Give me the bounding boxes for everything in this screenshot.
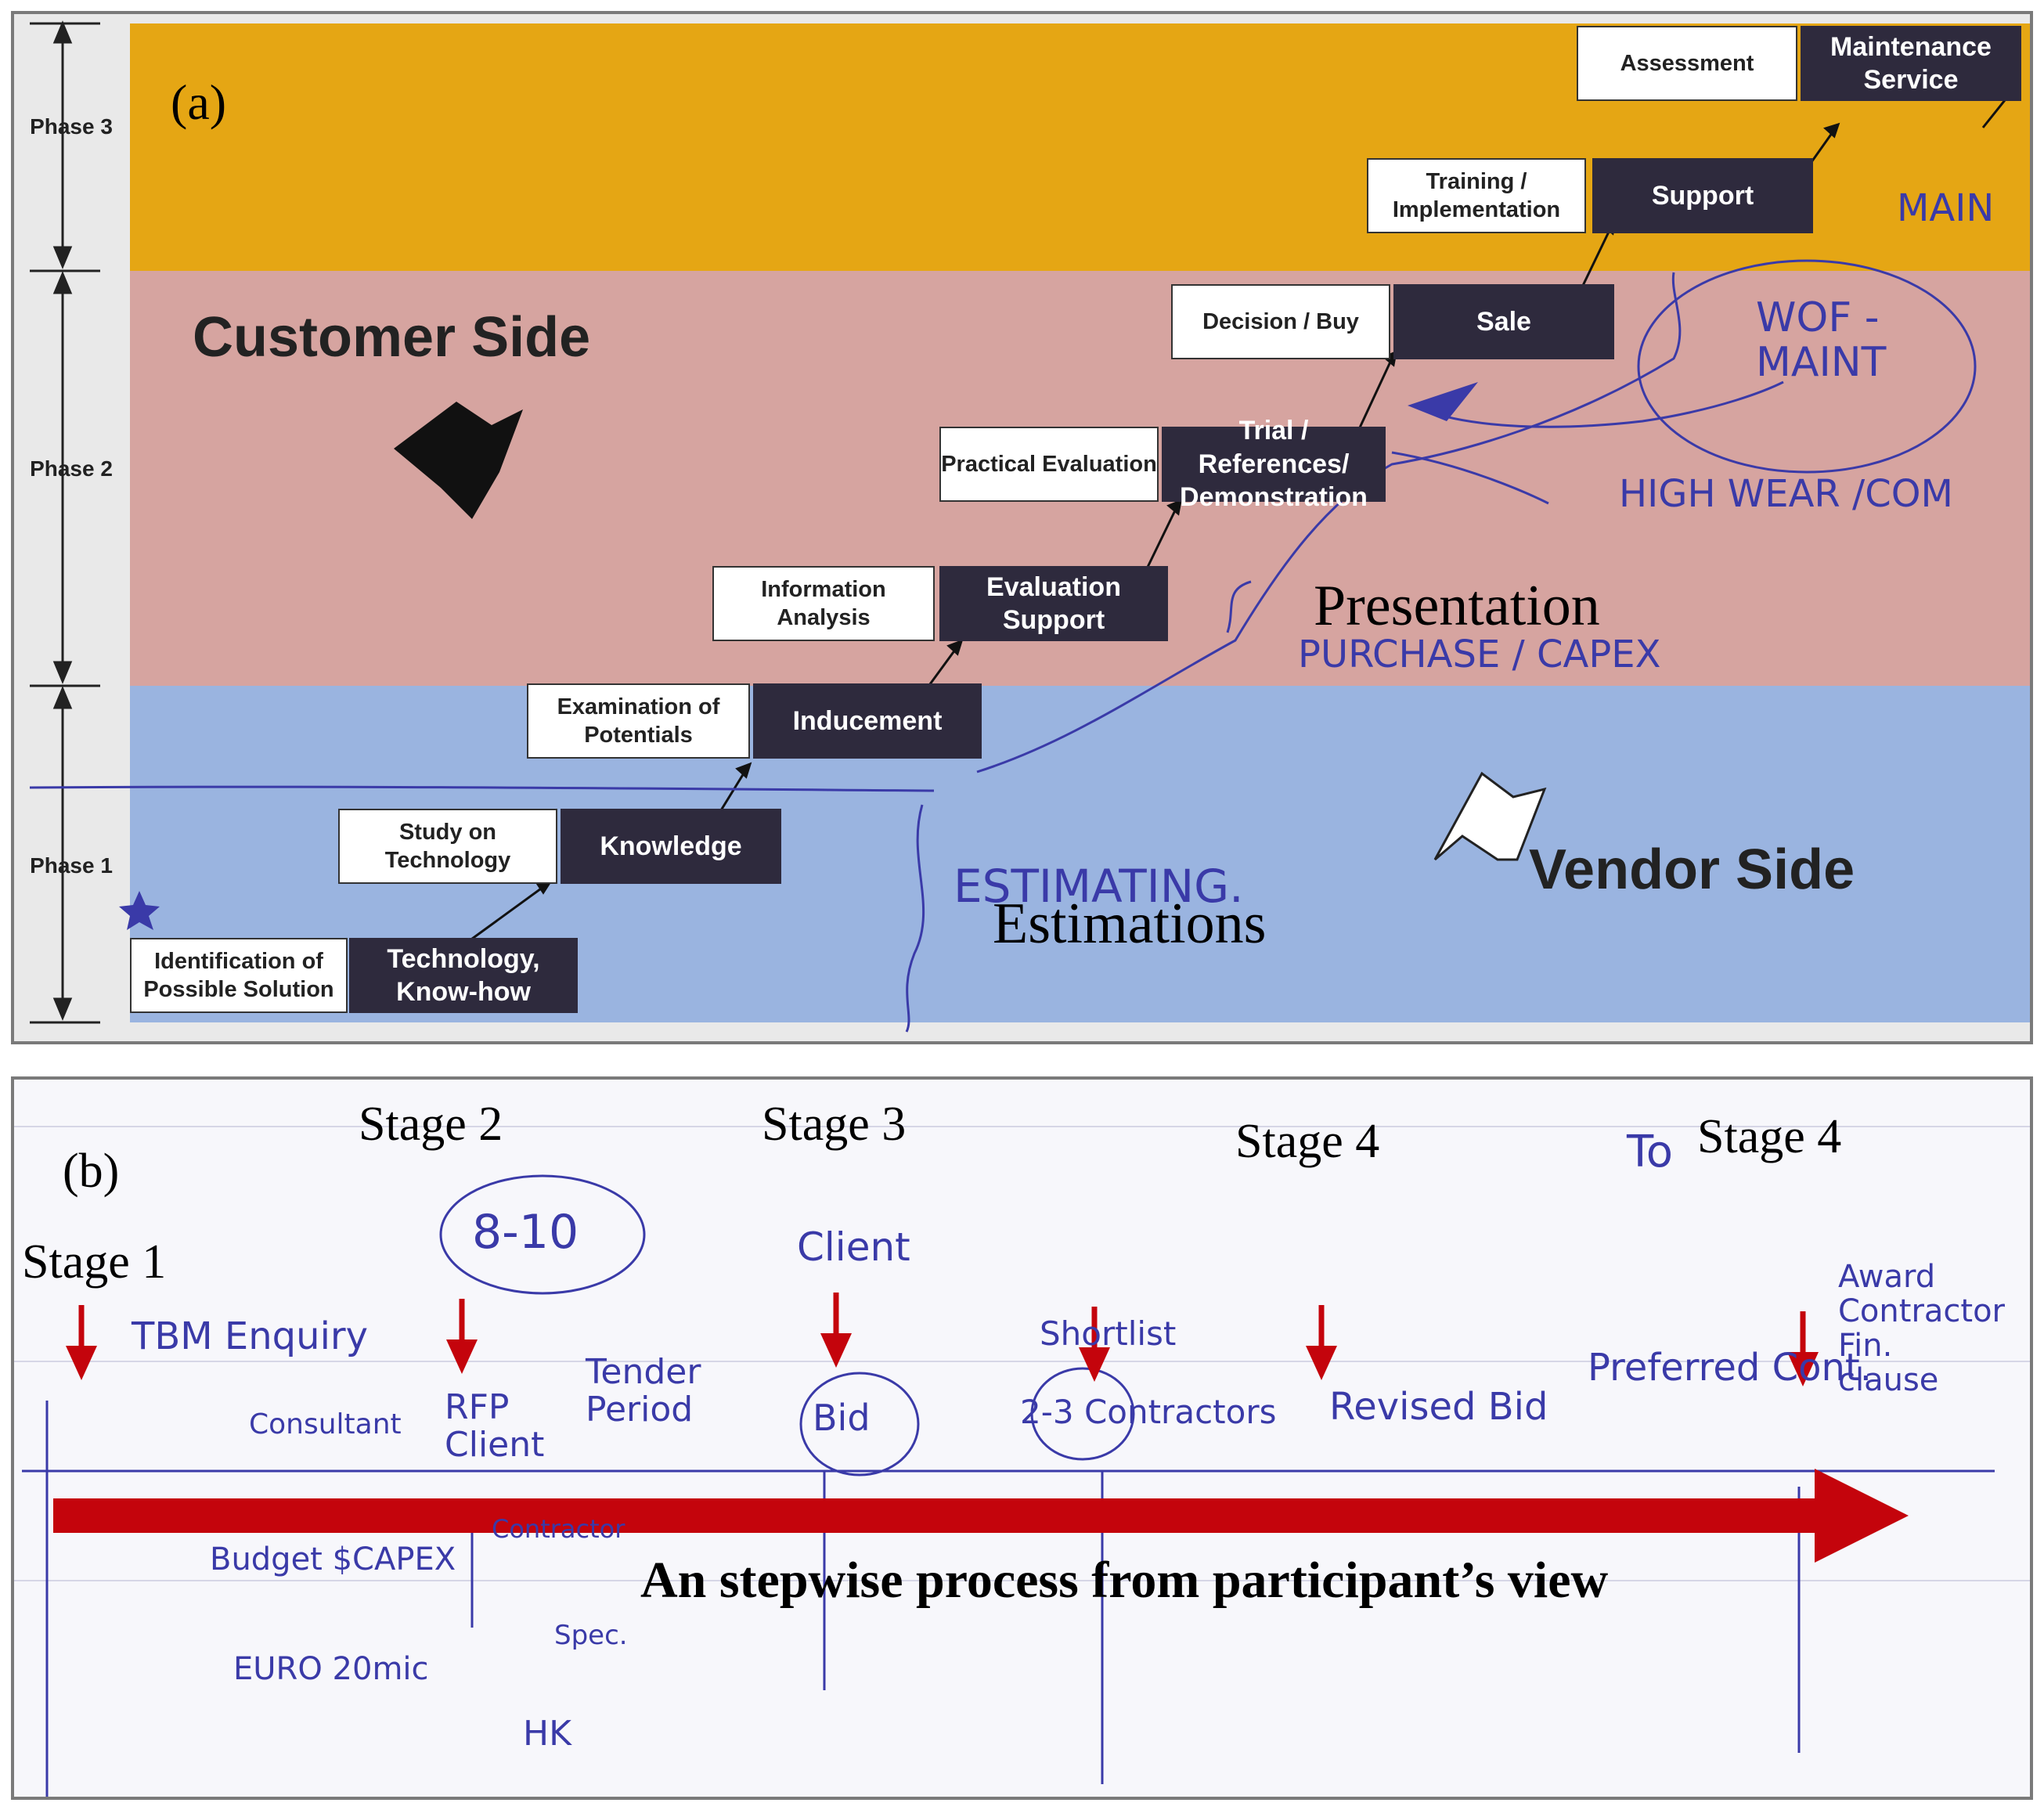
handwriting-preferred: Preferred Cont. (1588, 1346, 1872, 1390)
phase-label-2: Phase 2 (30, 456, 113, 481)
handwriting-budget: Budget $CAPEX (210, 1541, 456, 1577)
handwriting-wof: WOF -MAINT (1756, 294, 1887, 387)
vendor-step-8: Maintenance Service (1801, 26, 2021, 101)
handwriting-8-10: 8-10 (472, 1205, 579, 1260)
handwriting-main: MAIN (1897, 186, 1995, 230)
customer-step-1: Identification of Possible Solution (130, 938, 348, 1013)
phase-label-3: Phase 3 (30, 114, 113, 139)
panel-b-label: (b) (63, 1145, 120, 1198)
handwriting-shortlist: Shortlist (1040, 1314, 1177, 1353)
handwriting-revised: Revised Bid (1329, 1385, 1548, 1429)
presentation-label: Presentation (1314, 574, 1600, 638)
process-arrow (53, 1469, 1909, 1563)
ink-triangle (1408, 382, 1478, 421)
stage-4b-label: Stage 4 (1697, 1110, 1842, 1163)
customer-step-6: Decision / Buy (1171, 284, 1390, 359)
handwriting-purchase: PURCHASE / CAPEX (1298, 633, 1661, 676)
handwriting-bid: Bid (813, 1397, 871, 1439)
ruled-lines (14, 1126, 2030, 1581)
customer-step-4: Information Analysis (712, 566, 935, 641)
process-caption: An stepwise process from participant’s v… (640, 1552, 1609, 1609)
vendor-step-4: Evaluation Support (939, 566, 1168, 641)
panel-a: Phase 3 Phase 2 Phase 1 (a) Customer Sid… (11, 11, 2033, 1044)
customer-step-2: Study on Technology (338, 809, 557, 884)
panel-b-drawing (14, 1126, 2030, 1797)
ink-star (119, 891, 160, 930)
vendor-side-label: Vendor Side (1529, 838, 1855, 901)
handwriting-tbm: TBM Enquiry (132, 1314, 369, 1358)
handwriting-estimating: ESTIMATING. (954, 860, 1244, 913)
panel-a-drawing (29, 88, 2016, 1033)
handwritten-ink (29, 259, 1977, 1033)
handwriting-two-three: 2-3 Contractors (1020, 1393, 1277, 1431)
panel-b: (b) Stage 1 Stage 2 Stage 3 Stage 4 Stag… (11, 1076, 2033, 1800)
stage-1-label: Stage 1 (22, 1235, 167, 1289)
handwriting-consultant: Consultant (249, 1408, 402, 1440)
phase-axis-arrows (30, 20, 100, 1024)
handwriting-to: To (1627, 1127, 1673, 1177)
panel-a-label: (a) (171, 74, 227, 130)
vendor-side-pointer (1433, 771, 1547, 861)
estimations-label: Estimations (993, 892, 1267, 956)
vendor-step-3: Inducement (753, 683, 982, 759)
vendor-step-1: Technology, Know-how (349, 938, 578, 1013)
customer-side-label: Customer Side (193, 306, 591, 369)
handwriting-rfp: RFP Client (445, 1387, 545, 1466)
stage-markers (66, 1293, 1819, 1386)
phase-label-1: Phase 1 (30, 853, 113, 878)
hand-drawn-lines (21, 1174, 1995, 1797)
stage-4-label: Stage 4 (1235, 1115, 1380, 1168)
handwriting-spec: Spec. (554, 1620, 628, 1651)
phase-axis: Phase 3 Phase 2 Phase 1 (14, 14, 130, 1041)
handwriting-contractor: Contractor (492, 1514, 625, 1544)
customer-step-7: Training / Implementation (1367, 158, 1586, 233)
stage-2-label: Stage 2 (359, 1098, 503, 1151)
customer-step-5: Practical Evaluation (939, 427, 1159, 502)
handwriting-tender: Tender Period (586, 1352, 701, 1430)
vendor-step-2: Knowledge (561, 809, 781, 884)
stage-3-label: Stage 3 (762, 1098, 907, 1151)
handwriting-client: Client (797, 1224, 910, 1270)
handwriting-high-wear: HIGH WEAR /COM (1619, 472, 1953, 516)
vendor-step-6: Sale (1393, 284, 1614, 359)
vendor-step-5: Trial / References/ Demonstration (1162, 416, 1386, 512)
customer-step-3: Examination of Potentials (527, 683, 750, 759)
handwriting-award: Award Contractor Fin. clause (1838, 1259, 2005, 1398)
vendor-step-7: Support (1592, 158, 1813, 233)
customer-side-pointer (394, 402, 523, 519)
handwriting-hk: HK (523, 1714, 571, 1754)
handwriting-euro: EURO 20mic (233, 1651, 429, 1687)
customer-step-8: Assessment (1577, 26, 1797, 101)
